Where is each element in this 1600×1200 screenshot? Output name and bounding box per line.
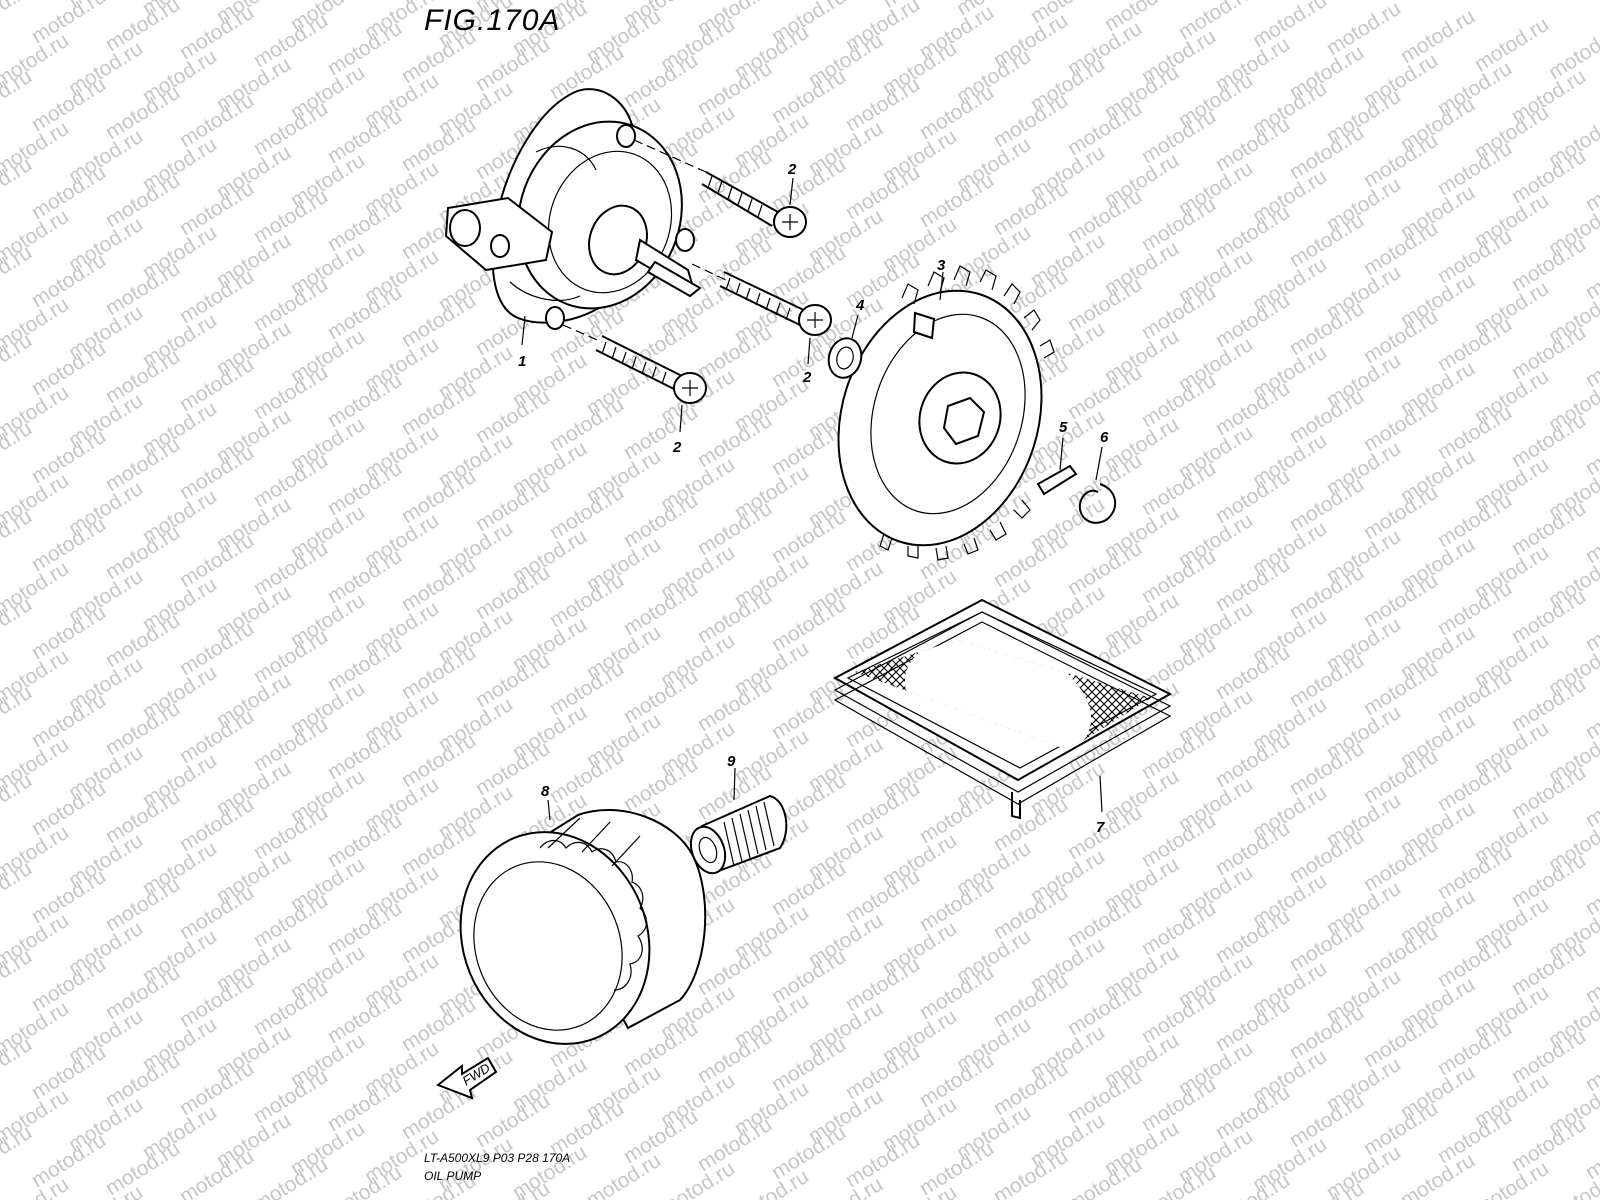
pin [1036, 464, 1078, 496]
callout-4: 4 [855, 297, 865, 314]
oil-pump-driven-gear [837, 265, 1055, 561]
watermark-text: motod.ru [1248, 0, 1330, 52]
callout-8: 8 [541, 783, 550, 800]
caption-model-code: LT-A500XL9 P03 P28 170A [424, 1151, 571, 1165]
screw-bottom [562, 324, 707, 404]
callout-6: 6 [1100, 429, 1109, 446]
oil-pump-body [444, 88, 702, 330]
callout-3: 3 [937, 257, 946, 274]
callout-9: 9 [727, 753, 736, 770]
callout-labels: 1 2 2 2 3 4 5 6 7 8 9 [518, 161, 1109, 836]
union-bolt [689, 794, 788, 875]
watermark-text: motod.ru [1470, 13, 1552, 76]
callout-2-top: 2 [787, 161, 797, 178]
circlip [1078, 483, 1116, 524]
caption-part-name: OIL PUMP [424, 1169, 482, 1183]
oil-strainer [832, 598, 1173, 820]
screw-middle [691, 263, 832, 336]
figure-title: FIG.170A [424, 4, 561, 37]
callout-7: 7 [1096, 819, 1105, 836]
callout-2-middle: 2 [802, 369, 812, 386]
leader-lines [521, 177, 1103, 821]
callout-5: 5 [1059, 419, 1068, 436]
washer [827, 337, 863, 379]
watermark-text: motod.ru [1396, 5, 1478, 68]
oil-filter [459, 808, 707, 1045]
screw-top [633, 139, 807, 238]
callout-2-bottom: 2 [672, 439, 682, 456]
watermark-text: motod.ru [1322, 0, 1404, 60]
callout-1: 1 [518, 353, 526, 370]
